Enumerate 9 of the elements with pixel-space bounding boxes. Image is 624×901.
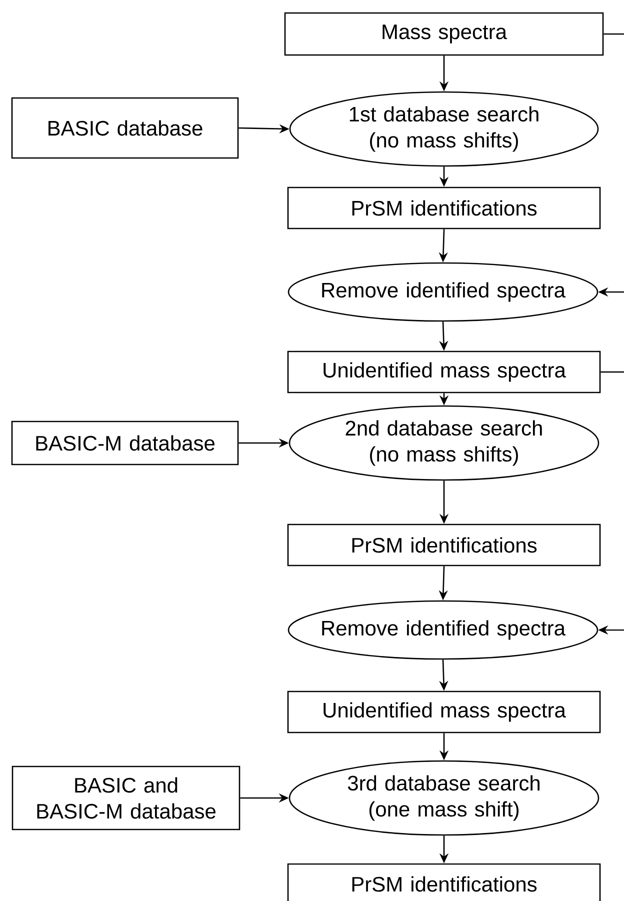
process-box: Unidentified mass spectra — [287, 690, 601, 734]
process-box: BASIC and BASIC-M database — [12, 766, 240, 830]
process-box: BASIC database — [11, 97, 239, 159]
process-box: Unidentified mass spectra — [287, 350, 601, 394]
process-box: BASIC-M database — [11, 420, 239, 466]
process-box: Mass spectra — [284, 12, 604, 56]
process-box: PrSM identifications — [287, 186, 601, 230]
process-box: PrSM identifications — [287, 863, 601, 901]
process-box: PrSM identifications — [287, 524, 601, 566]
